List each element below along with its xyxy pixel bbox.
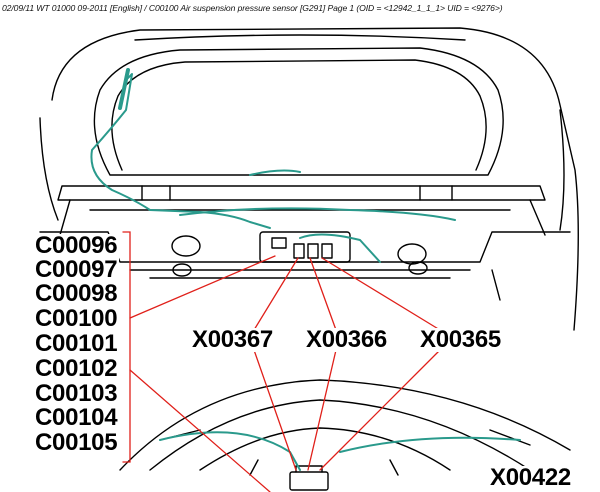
code-label: C00102 xyxy=(35,355,120,382)
wiring-harness xyxy=(90,73,271,229)
connector-label: X00422 xyxy=(488,464,573,491)
bumper-outline xyxy=(57,185,546,201)
callout-x00366 xyxy=(309,257,337,331)
sensor-module xyxy=(259,231,351,263)
code-label: C00100 xyxy=(35,305,120,332)
tailgate-outline xyxy=(93,47,504,176)
bottom-connector xyxy=(289,471,329,491)
page-header: 02/09/11 WT 01000 09-2011 [English] / C0… xyxy=(2,3,503,13)
vehicle-body-outline xyxy=(51,27,579,331)
callout-c00100 xyxy=(129,255,276,319)
code-label: C00103 xyxy=(35,380,120,407)
code-label: C00097 xyxy=(35,256,120,283)
callout-x00367 xyxy=(253,257,299,331)
connector-label: X00367 xyxy=(190,326,275,353)
callout-x00365 xyxy=(321,257,441,331)
code-group-bracket xyxy=(122,231,131,463)
code-label: C00096 xyxy=(35,232,120,259)
spare-wheel-well xyxy=(119,379,571,471)
code-label: C00105 xyxy=(35,429,120,456)
code-label: C00101 xyxy=(35,330,120,357)
connector-label: X00366 xyxy=(304,326,389,353)
connector-label: X00365 xyxy=(418,326,503,353)
callout-c00102 xyxy=(129,369,271,492)
code-label: C00098 xyxy=(35,280,120,307)
code-label: C00104 xyxy=(35,404,120,431)
